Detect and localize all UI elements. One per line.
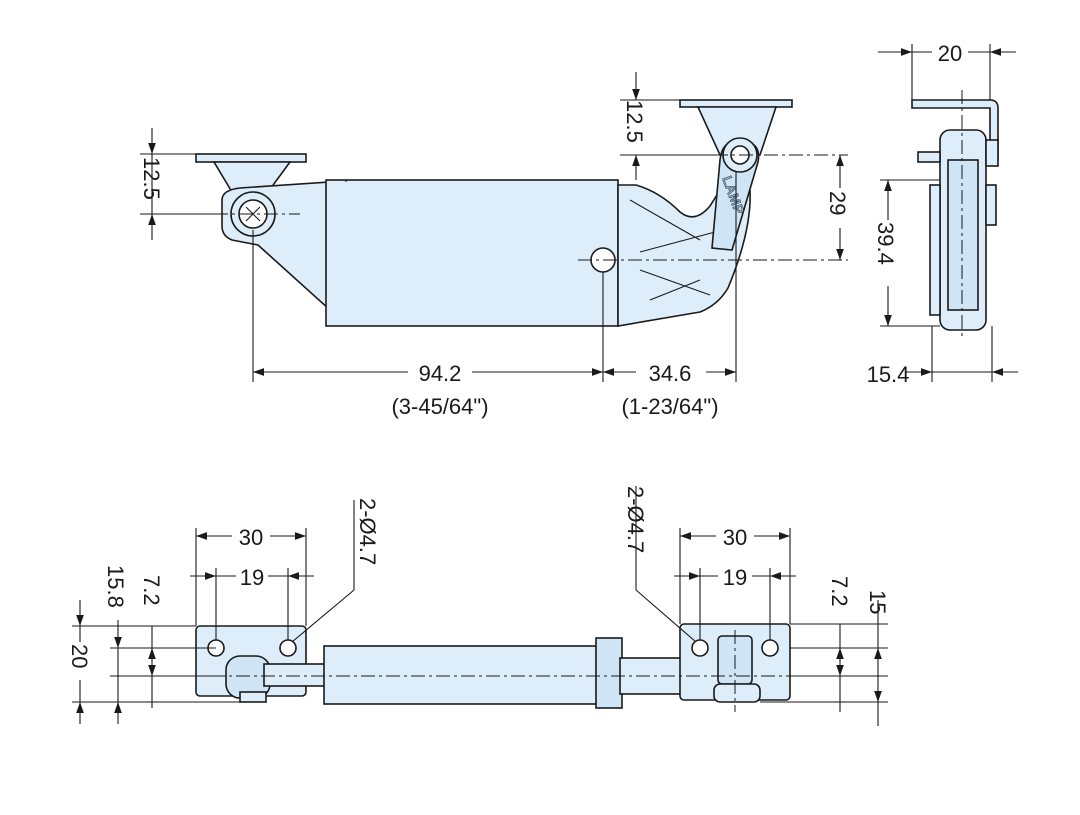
dim-main-length: 94.2 <box>419 361 462 386</box>
left-hole-note: 2-Ø4.7 <box>355 498 380 565</box>
top-housing <box>323 645 621 705</box>
left-mount-plate <box>195 153 307 163</box>
right-mount-plate <box>679 99 793 108</box>
dim-main-length-inch: (3-45/64") <box>391 394 488 419</box>
dim-left-mount-height: 12.5 <box>139 157 164 200</box>
dim-right-15: 15 <box>865 590 890 614</box>
left-hinge-nut <box>239 691 267 703</box>
dim-left-15-8: 15.8 <box>103 565 128 608</box>
side-housing <box>947 159 979 311</box>
side-pin <box>985 139 999 167</box>
dim-left-7-2: 7.2 <box>139 575 164 606</box>
right-hole-2 <box>761 639 779 657</box>
left-hole-2 <box>279 639 297 657</box>
dim-pivot-offset: 29 <box>825 191 850 215</box>
right-hole-1 <box>691 639 709 657</box>
dim-left-hole-pitch: 19 <box>240 565 264 590</box>
damper-housing <box>325 179 619 327</box>
dim-right-7-2: 7.2 <box>827 576 852 607</box>
left-link-rod <box>263 663 331 687</box>
right-hinge-nut <box>713 683 761 703</box>
dim-right-bracket-width: 30 <box>723 525 747 550</box>
casting-ribs <box>629 199 716 301</box>
top-view: 30 19 2-Ø4.7 7.2 15.8 20 <box>67 486 890 726</box>
dim-side-height: 39.4 <box>873 222 898 265</box>
side-rail-right <box>985 184 997 226</box>
right-hole-note: 2-Ø4.7 <box>623 486 648 553</box>
dim-side-width: 20 <box>938 41 962 66</box>
dim-left-20: 20 <box>67 644 92 668</box>
dim-left-bracket-width: 30 <box>239 525 263 550</box>
dim-right-mount-height: 12.5 <box>622 100 647 143</box>
top-housing-cap <box>595 637 623 709</box>
side-rail <box>929 184 941 316</box>
dim-side-thickness: 15.4 <box>867 362 910 387</box>
side-screw <box>917 151 941 163</box>
side-view: 20 39.4 15.4 <box>867 40 1018 387</box>
front-view: LAMP 12.5 12.5 29 94.2 (3-45/64") 34.6 <box>139 72 852 419</box>
dim-arm-length-inch: (1-23/64") <box>621 394 718 419</box>
dim-right-hole-pitch: 19 <box>723 565 747 590</box>
dim-arm-length: 34.6 <box>649 361 692 386</box>
